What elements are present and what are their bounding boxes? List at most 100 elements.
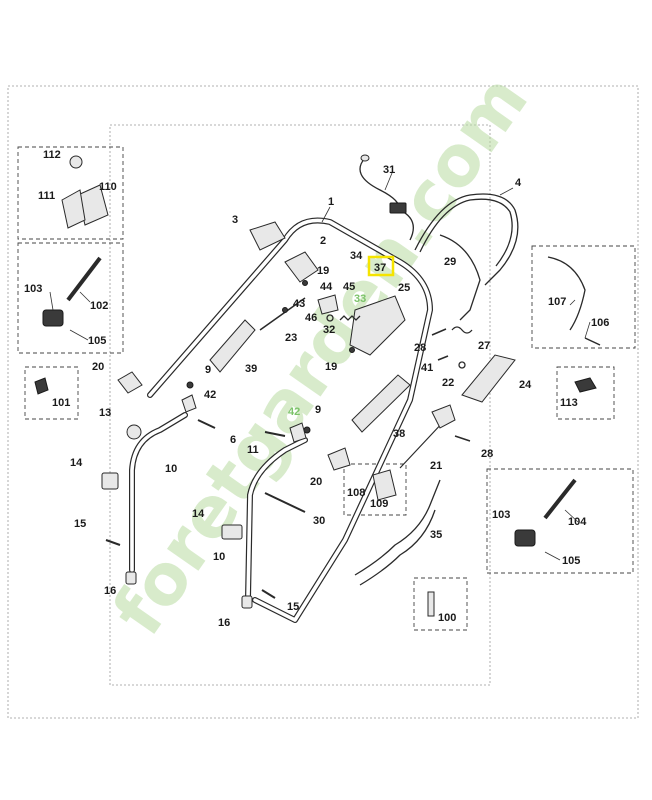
label-102[interactable]: 102 bbox=[90, 300, 108, 312]
lever-21 bbox=[431, 404, 456, 429]
label-19b[interactable]: 19 bbox=[325, 361, 337, 373]
label-6[interactable]: 6 bbox=[230, 434, 236, 446]
washer-46 bbox=[326, 314, 334, 322]
label-30[interactable]: 30 bbox=[313, 515, 325, 527]
label-105a[interactable]: 105 bbox=[88, 335, 106, 347]
label-4[interactable]: 4 bbox=[515, 177, 522, 189]
bracket-2 bbox=[284, 251, 319, 283]
label-108[interactable]: 108 bbox=[347, 487, 365, 499]
screw-43 bbox=[282, 307, 288, 313]
label-33[interactable]: 33 bbox=[354, 293, 366, 305]
label-9a[interactable]: 9 bbox=[205, 364, 211, 376]
label-27[interactable]: 27 bbox=[478, 340, 490, 352]
label-16a[interactable]: 16 bbox=[104, 585, 116, 597]
label-21[interactable]: 21 bbox=[430, 460, 442, 472]
label-34[interactable]: 34 bbox=[350, 250, 363, 262]
label-100[interactable]: 100 bbox=[438, 612, 456, 624]
label-41[interactable]: 41 bbox=[421, 362, 433, 374]
bracket-20a bbox=[117, 371, 143, 394]
label-45[interactable]: 45 bbox=[343, 281, 355, 293]
cover-24 bbox=[461, 354, 516, 403]
label-105b[interactable]: 105 bbox=[562, 555, 580, 567]
plug-31 bbox=[360, 154, 370, 162]
label-37[interactable]: 37 bbox=[374, 262, 386, 274]
label-107[interactable]: 107 bbox=[548, 296, 566, 308]
label-46[interactable]: 46 bbox=[305, 312, 317, 324]
label-20a[interactable]: 20 bbox=[92, 361, 104, 373]
harness-35 bbox=[354, 479, 441, 576]
bracket-38 bbox=[351, 374, 411, 433]
label-113[interactable]: 113 bbox=[560, 397, 578, 409]
label-9b[interactable]: 9 bbox=[315, 404, 321, 416]
knob-13 bbox=[126, 424, 142, 440]
screw-11 bbox=[264, 431, 286, 437]
label-35[interactable]: 35 bbox=[430, 529, 442, 541]
spring-33 bbox=[339, 315, 361, 321]
label-25[interactable]: 25 bbox=[398, 282, 410, 294]
label-28b[interactable]: 28 bbox=[481, 448, 493, 460]
detail-box-103-105 bbox=[486, 468, 634, 574]
label-39[interactable]: 39 bbox=[245, 363, 257, 375]
label-110[interactable]: 110 bbox=[99, 181, 117, 193]
label-29[interactable]: 29 bbox=[444, 256, 456, 268]
part-44 bbox=[317, 294, 339, 315]
label-22[interactable]: 22 bbox=[442, 377, 454, 389]
label-3[interactable]: 3 bbox=[232, 214, 238, 226]
pin-28b bbox=[454, 435, 471, 442]
bail-bar bbox=[414, 193, 519, 286]
upper-handle bbox=[147, 217, 433, 623]
label-103a[interactable]: 103 bbox=[24, 283, 42, 295]
lever-23 bbox=[259, 297, 306, 331]
screw-6 bbox=[197, 419, 216, 429]
bolt-113 bbox=[574, 377, 597, 393]
label-42b[interactable]: 42 bbox=[288, 406, 300, 418]
cross-bar bbox=[439, 234, 481, 321]
lower-handle-right bbox=[245, 437, 308, 601]
callouts: 1 2 3 4 6 9 9 10 10 11 13 14 14 15 15 16… bbox=[24, 149, 609, 629]
leader-lines bbox=[49, 172, 591, 561]
label-28a[interactable]: 28 bbox=[414, 342, 426, 354]
label-112[interactable]: 112 bbox=[43, 149, 61, 161]
label-2[interactable]: 2 bbox=[320, 235, 326, 247]
label-15a[interactable]: 15 bbox=[74, 518, 86, 530]
strap-100 bbox=[427, 591, 435, 617]
label-10a[interactable]: 10 bbox=[165, 463, 177, 475]
cap-16b bbox=[241, 595, 253, 609]
detail-box-106-107 bbox=[531, 245, 636, 349]
label-16b[interactable]: 16 bbox=[218, 617, 230, 629]
cap-16a bbox=[125, 571, 137, 585]
label-1[interactable]: 1 bbox=[328, 196, 334, 208]
pin-28a bbox=[431, 328, 447, 336]
screw-19b bbox=[349, 347, 355, 353]
connector-31 bbox=[389, 202, 407, 214]
label-101[interactable]: 101 bbox=[52, 397, 70, 409]
label-42a[interactable]: 42 bbox=[204, 389, 216, 401]
main-assembly-frame bbox=[109, 124, 491, 686]
label-44[interactable]: 44 bbox=[320, 281, 333, 293]
label-43[interactable]: 43 bbox=[293, 298, 305, 310]
lever-107 bbox=[547, 256, 586, 331]
label-111[interactable]: 111 bbox=[38, 190, 55, 202]
label-19a[interactable]: 19 bbox=[317, 265, 329, 277]
label-14b[interactable]: 14 bbox=[192, 508, 205, 520]
label-15b[interactable]: 15 bbox=[287, 601, 299, 613]
screw-15b bbox=[261, 589, 276, 599]
label-103b[interactable]: 103 bbox=[492, 509, 510, 521]
label-31[interactable]: 31 bbox=[383, 164, 395, 176]
label-24[interactable]: 24 bbox=[519, 379, 532, 391]
label-109[interactable]: 109 bbox=[370, 498, 388, 510]
label-20b[interactable]: 20 bbox=[310, 476, 322, 488]
label-13[interactable]: 13 bbox=[99, 407, 111, 419]
label-11[interactable]: 11 bbox=[247, 444, 259, 456]
label-23[interactable]: 23 bbox=[285, 332, 297, 344]
label-10b[interactable]: 10 bbox=[213, 551, 225, 563]
label-14a[interactable]: 14 bbox=[70, 457, 83, 469]
clip-3 bbox=[249, 221, 286, 251]
label-32[interactable]: 32 bbox=[323, 324, 335, 336]
label-38[interactable]: 38 bbox=[393, 428, 405, 440]
detail-box-108-109 bbox=[343, 463, 407, 516]
plate-111 bbox=[61, 189, 86, 229]
label-106[interactable]: 106 bbox=[591, 317, 609, 329]
screw-19a bbox=[302, 280, 308, 286]
